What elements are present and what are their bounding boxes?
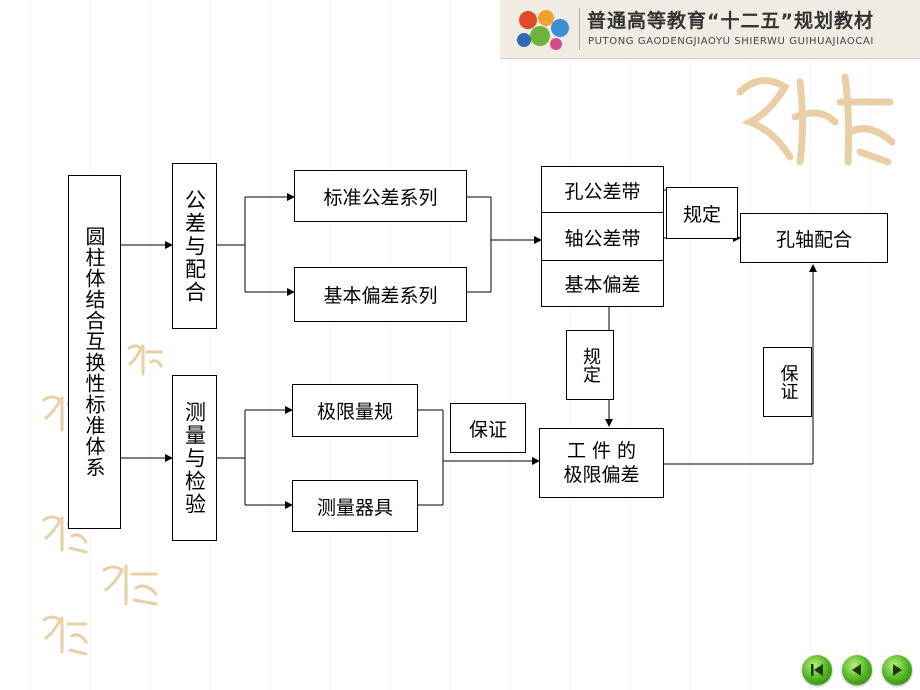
workpiece-line-1: 工 件 的 [566,440,637,462]
header-divider [579,8,580,50]
workpiece-limit-deviation-box: 工 件 的 极限偏差 [539,428,664,498]
specify-label-top: 规定 [666,187,738,239]
root-standard-system-box: 圆柱体结合互换性标准体系 [68,175,121,529]
seal-watermark-4 [42,615,88,656]
limit-gauge-box: 极限量规 [292,384,418,437]
header-banner: 普通高等教育“十二五”规划教材 PUTONG GAODENGJIAOYU SHI… [500,0,920,59]
puzzle-logo-icon [517,10,569,50]
workpiece-line-2: 极限偏差 [563,464,640,486]
next-page-button[interactable] [882,655,912,685]
header-subtitle: PUTONG GAODENGJIAOYU SHIERWU GUIHUAJIAOC… [588,36,874,47]
previous-page-button[interactable] [842,655,872,685]
guarantee-label-mid: 保证 [450,403,526,453]
measurement-inspection-box: 测量与检验 [172,375,217,541]
standard-tolerance-series-box: 标准公差系列 [294,170,467,222]
seal-watermark-3 [102,564,158,606]
basic-deviation-series-box: 基本偏差系列 [294,267,467,322]
seal-watermark-large [736,73,896,166]
shaft-tolerance-zone-box: 轴公差带 [541,212,664,262]
header-title: 普通高等教育“十二五”规划教材 [587,10,874,32]
seal-watermark-5 [127,344,163,376]
first-page-icon [811,664,823,676]
hole-shaft-fit-box: 孔轴配合 [740,213,888,263]
next-page-icon [893,664,902,676]
guarantee-label-right: 保证 [763,347,812,417]
hole-tolerance-zone-box: 孔公差带 [541,166,664,214]
previous-page-icon [852,664,861,676]
basic-deviation-box: 基本偏差 [541,260,664,307]
measuring-tools-box: 测量器具 [292,480,418,532]
tolerance-fit-box: 公差与配合 [172,163,217,329]
first-page-button[interactable] [802,655,832,685]
specify-label-mid: 规定 [566,330,614,400]
